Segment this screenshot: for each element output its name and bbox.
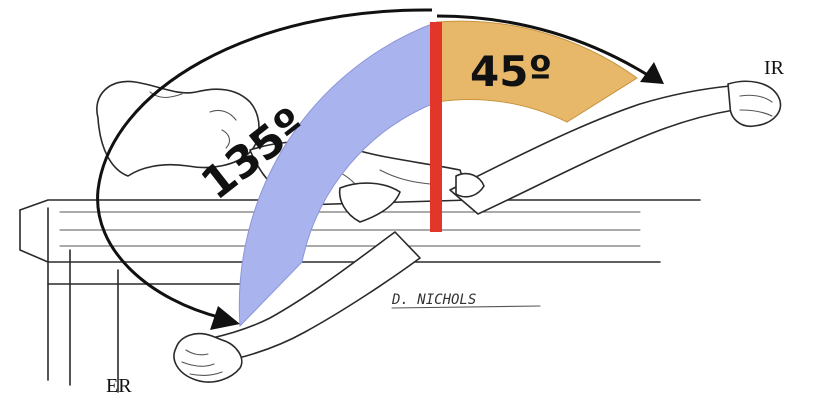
- artist-signature: D. NICHOLS: [391, 292, 476, 308]
- internal-rotation-label: IR: [764, 57, 785, 79]
- internal-rotation-angle-label: 45º: [470, 47, 552, 96]
- external-arrowhead-icon: [210, 306, 240, 330]
- external-rotation-label: ER: [106, 375, 132, 397]
- reference-line: [430, 22, 442, 232]
